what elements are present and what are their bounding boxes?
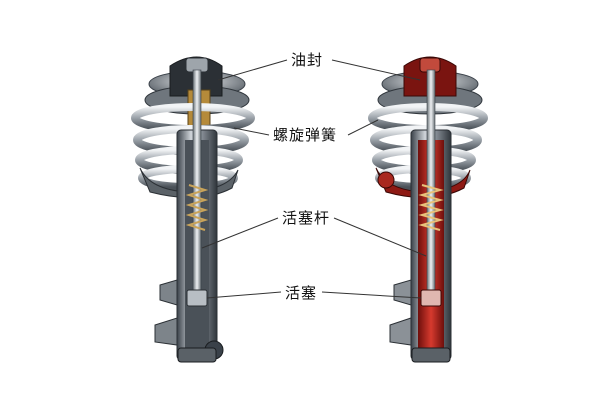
left-strut xyxy=(131,56,255,363)
left-piston xyxy=(186,289,208,307)
leader-oil-seal-right xyxy=(331,59,421,81)
piston-rod-label: 活塞杆 xyxy=(282,209,331,227)
right-piston xyxy=(420,289,442,307)
leader-rod-right xyxy=(333,217,427,257)
leader-lines xyxy=(201,59,427,299)
leader-rod-left xyxy=(201,217,279,249)
leader-piston-left xyxy=(206,291,282,299)
right-strut xyxy=(368,56,488,363)
leader-coil-right xyxy=(347,119,379,136)
leader-oil-seal-left xyxy=(217,59,288,81)
leader-piston-right xyxy=(321,291,422,299)
leader-coil-left xyxy=(233,127,270,136)
coil-spring-label: 螺旋弹簧 xyxy=(273,126,338,144)
oil-seal-label: 油封 xyxy=(291,51,324,69)
piston-label: 活塞 xyxy=(285,284,318,302)
